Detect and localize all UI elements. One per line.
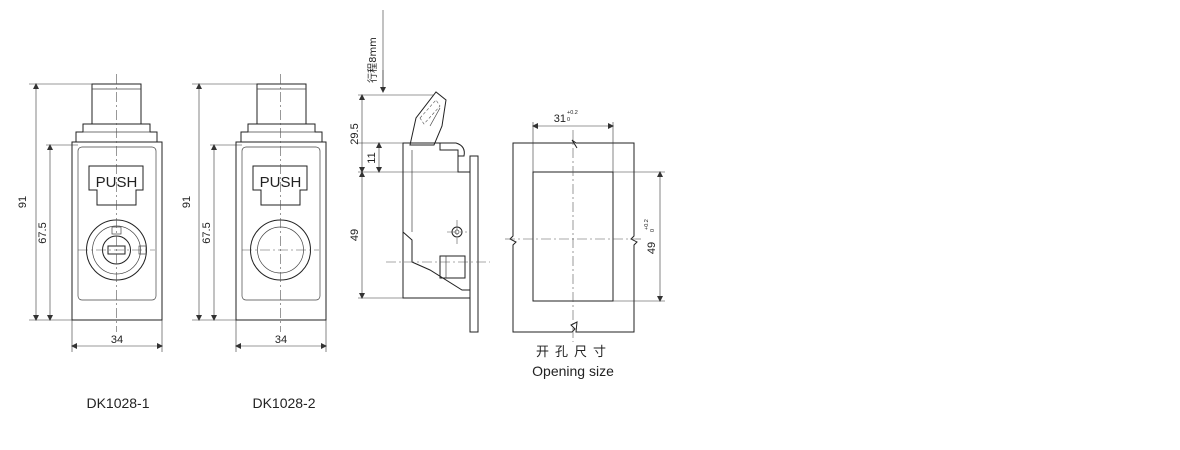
lock-1-width-dim: 34 <box>111 334 123 346</box>
side-dim-mid: 11 <box>366 152 378 163</box>
side-dim-top: 29.5 <box>349 123 361 144</box>
side-view-dimensions <box>358 10 458 299</box>
opening-caption-cn: 开孔尺寸 <box>536 345 612 360</box>
lock-2-model-label: DK1028-2 <box>252 395 315 411</box>
opening-height-value: 49 <box>646 242 658 254</box>
side-dim-bottom: 49 <box>349 229 361 241</box>
side-view <box>386 91 490 333</box>
opening-dimensions <box>532 122 665 302</box>
opening-view <box>505 130 643 342</box>
lock-1-dimensions <box>29 83 163 352</box>
lock-2-height-dim: 91 <box>181 196 193 208</box>
opening-width-tol-upper: +0.2 <box>567 110 578 116</box>
lock-1-front-view: PUSH <box>71 74 163 332</box>
opening-width-value: 31 <box>554 113 566 125</box>
lock-2-dimensions <box>192 83 327 352</box>
opening-height-tol-lower: 0 <box>650 229 656 232</box>
lock-1-model-label: DK1028-1 <box>86 395 149 411</box>
opening-width-tol-lower: 0 <box>567 117 570 123</box>
stroke-label: 行程8mm <box>366 37 379 83</box>
lock-1-center-dim: 67.5 <box>37 222 49 243</box>
lock-2-width-dim: 34 <box>275 334 287 346</box>
opening-height-tol-upper: +0.2 <box>644 219 650 230</box>
lock-1-height-dim: 91 <box>17 196 29 208</box>
lock-2-front-view: PUSH <box>235 74 327 332</box>
opening-caption-en: Opening size <box>532 363 614 379</box>
lock-2-center-dim: 67.5 <box>201 222 213 243</box>
